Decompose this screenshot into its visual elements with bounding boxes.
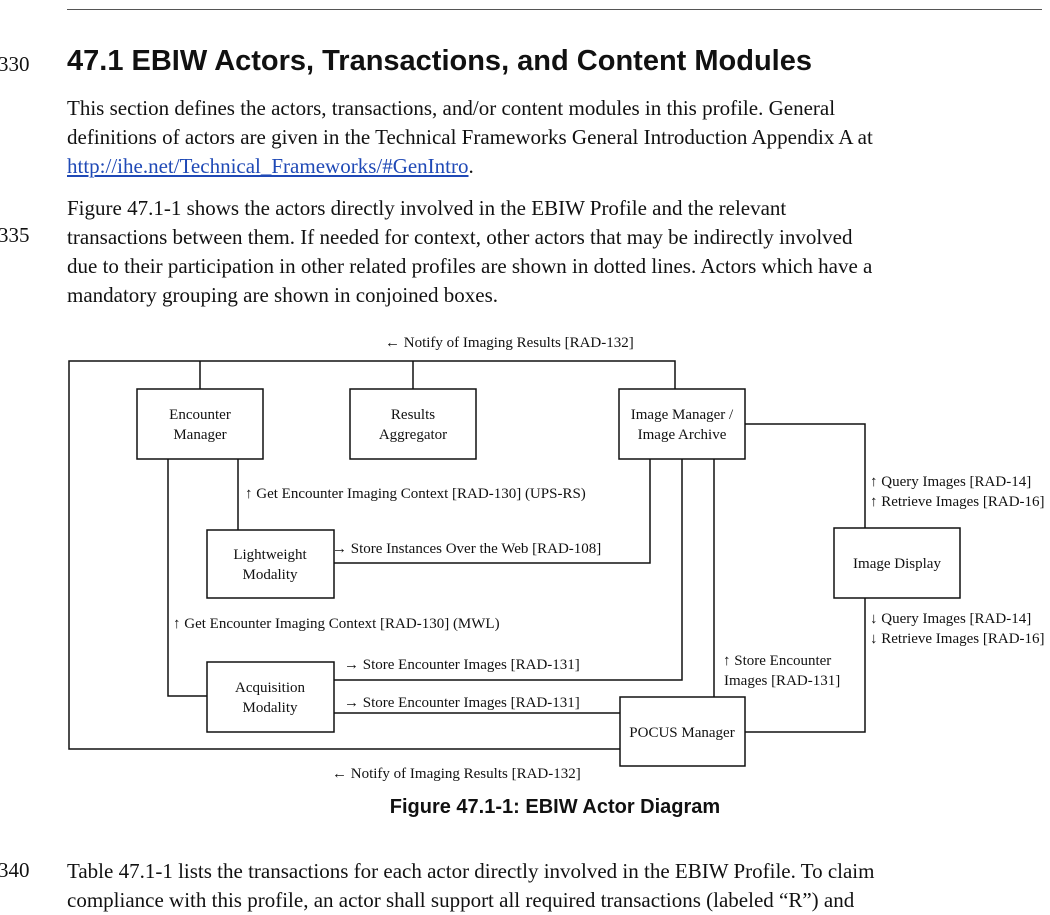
query-images-up-label: ↑ Query Images [RAD-14] (870, 474, 1031, 490)
lightweight-modality-label-2: Modality (243, 567, 298, 583)
store-encounter-up-label-1: ↑ Store Encounter (723, 653, 831, 669)
para2-line4: mandatory grouping are shown in conjoine… (67, 283, 498, 307)
line-number-340: 340 (0, 858, 30, 882)
section-heading: 47.1 EBIW Actors, Transactions, and Cont… (67, 45, 812, 77)
results-aggregator-label-1: Results (391, 407, 435, 423)
retrieve-images-down-label: ↓ Retrieve Images [RAD-16] (870, 631, 1045, 647)
encounter-manager-label-1: Encounter (169, 407, 231, 423)
lightweight-modality-box (206, 529, 335, 599)
intro-paragraph: This section defines the actors, transac… (67, 94, 1050, 181)
store-encounter-images-label-2: → Store Encounter Images [RAD-131] (344, 695, 580, 711)
image-manager-label-2: Image Archive (638, 427, 727, 443)
acquisition-modality-label-2: Modality (243, 700, 298, 716)
para3-line2: compliance with this profile, an actor s… (67, 888, 855, 912)
encounter-manager-box (136, 388, 264, 460)
para2-line3: due to their participation in other rela… (67, 254, 873, 278)
notify-top-label: ← Notify of Imaging Results [RAD-132] (385, 335, 634, 351)
results-aggregator-box (349, 388, 477, 460)
para1-line3: http://ihe.net/Technical_Frameworks/#Gen… (67, 152, 1050, 181)
notify-bottom-label: ← Notify of Imaging Results [RAD-132] (332, 766, 581, 782)
image-display-label: Image Display (853, 556, 941, 572)
image-manager-box (618, 388, 746, 460)
para2-line1: Figure 47.1-1 shows the actors directly … (67, 196, 787, 220)
figure-caption: Figure 47.1-1: EBIW Actor Diagram (389, 796, 721, 818)
acquisition-modality-label-1: Acquisition (235, 680, 305, 696)
lightweight-modality-label-1: Lightweight (233, 547, 307, 563)
para2-line2: transactions between them. If needed for… (67, 225, 853, 249)
encounter-manager-label-2: Manager (173, 427, 226, 443)
acquisition-modality-box (206, 661, 335, 733)
para1-period: . (468, 154, 474, 178)
get-context-upsrs-label: ↑ Get Encounter Imaging Context [RAD-130… (245, 486, 586, 502)
retrieve-images-up-label: ↑ Retrieve Images [RAD-16] (870, 494, 1045, 510)
store-encounter-up-label-2: Images [RAD-131] (724, 673, 840, 689)
header-rule (67, 9, 1042, 10)
image-manager-label-1: Image Manager / (631, 407, 734, 423)
get-context-mwl-label: ↑ Get Encounter Imaging Context [RAD-130… (173, 616, 500, 632)
pocus-manager-box (619, 696, 746, 767)
results-aggregator-label-2: Aggregator (379, 427, 447, 443)
para1-line1: This section defines the actors, transac… (67, 96, 836, 120)
para3-line1: Table 47.1-1 lists the transactions for … (67, 859, 875, 883)
image-display-box (833, 527, 961, 599)
line-number-335: 335 (0, 223, 30, 247)
para1-line2: definitions of actors are given in the T… (67, 125, 873, 149)
figure-description-paragraph: Figure 47.1-1 shows the actors directly … (67, 194, 1050, 310)
query-images-down-label: ↓ Query Images [RAD-14] (870, 611, 1031, 627)
pocus-manager-label: POCUS Manager (629, 725, 734, 741)
gen-intro-link[interactable]: http://ihe.net/Technical_Frameworks/#Gen… (67, 154, 469, 178)
store-instances-web-label: → Store Instances Over the Web [RAD-108] (332, 541, 601, 557)
actor-diagram: Encounter Manager Results Aggregator Ima… (68, 335, 1045, 782)
table-description-paragraph: Table 47.1-1 lists the transactions for … (67, 857, 1050, 915)
line-number-330: 330 (0, 52, 30, 76)
store-encounter-images-label-1: → Store Encounter Images [RAD-131] (344, 657, 580, 673)
